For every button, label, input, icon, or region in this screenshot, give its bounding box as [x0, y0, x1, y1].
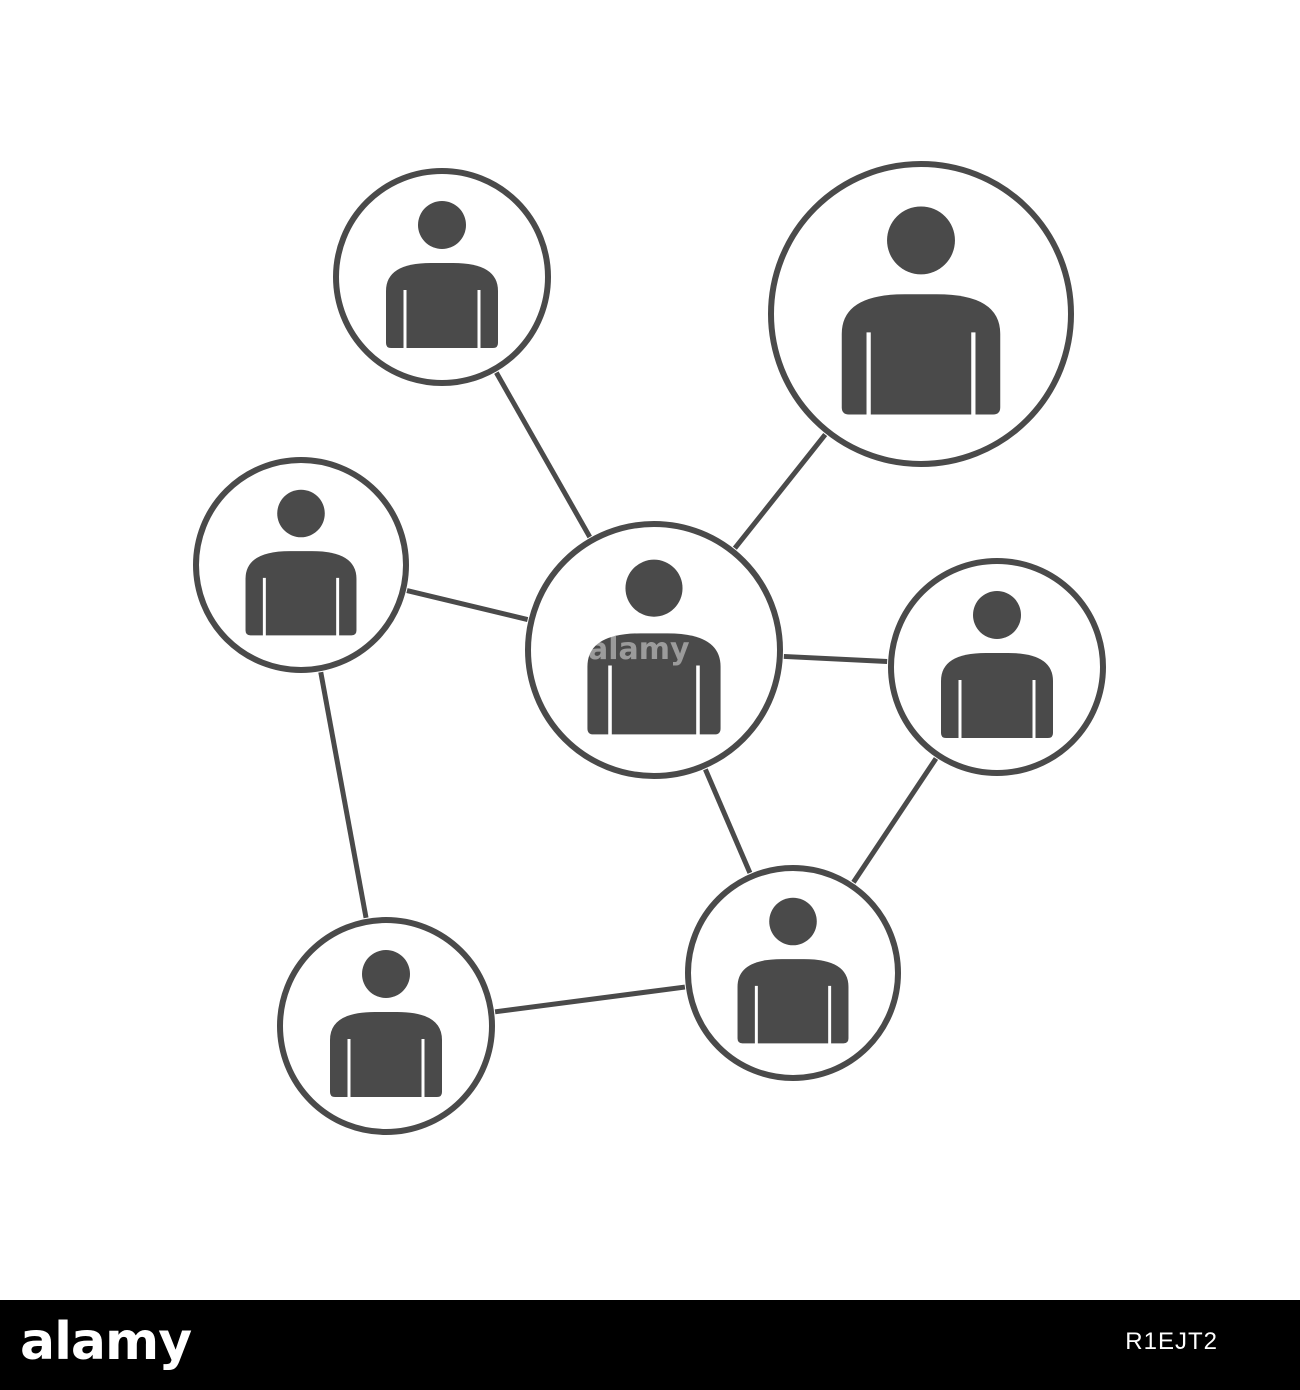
person-icon	[587, 559, 721, 736]
edge-right-to-center	[783, 653, 888, 665]
node-bottom-left	[277, 917, 495, 1135]
person-icon	[330, 950, 442, 1098]
person-head	[418, 201, 466, 249]
person-icon	[941, 591, 1053, 739]
person-icon	[386, 201, 498, 349]
person-head	[362, 950, 410, 998]
node-top-right	[768, 161, 1074, 467]
person-head	[277, 489, 325, 538]
image-id-label: R1EJT2	[1125, 1328, 1218, 1355]
person-head	[769, 897, 817, 946]
person-body	[941, 653, 1053, 738]
node-center	[525, 521, 783, 779]
footer-bar: alamy R1EJT2	[0, 1300, 1300, 1390]
edge-top-left-to-center	[494, 371, 592, 539]
person-icon	[841, 206, 1001, 416]
person-body	[245, 551, 357, 636]
edge-top-right-to-center	[732, 433, 828, 550]
network-diagram	[193, 161, 1106, 1135]
person-body	[587, 633, 721, 735]
person-head	[973, 591, 1021, 639]
person-icon	[245, 489, 357, 637]
node-top-left	[333, 168, 551, 386]
person-head	[625, 559, 683, 617]
edge-bottom-right-to-center	[703, 768, 753, 874]
edge-left-to-bottom-left	[318, 671, 369, 919]
node-right	[888, 558, 1106, 776]
person-body	[330, 1012, 442, 1097]
edge-bottom-left-to-bottom-right	[494, 984, 686, 1015]
person-body	[737, 959, 849, 1044]
person-icon	[737, 897, 849, 1045]
node-bottom-right	[685, 865, 901, 1081]
person-body	[841, 294, 1001, 415]
edge-left-to-center	[406, 588, 529, 622]
person-body	[386, 263, 498, 348]
alamy-logo: alamy	[20, 1312, 192, 1372]
edges-group	[318, 371, 939, 1015]
edge-bottom-right-to-right	[851, 757, 939, 884]
node-left	[193, 457, 409, 673]
person-head	[887, 206, 955, 275]
